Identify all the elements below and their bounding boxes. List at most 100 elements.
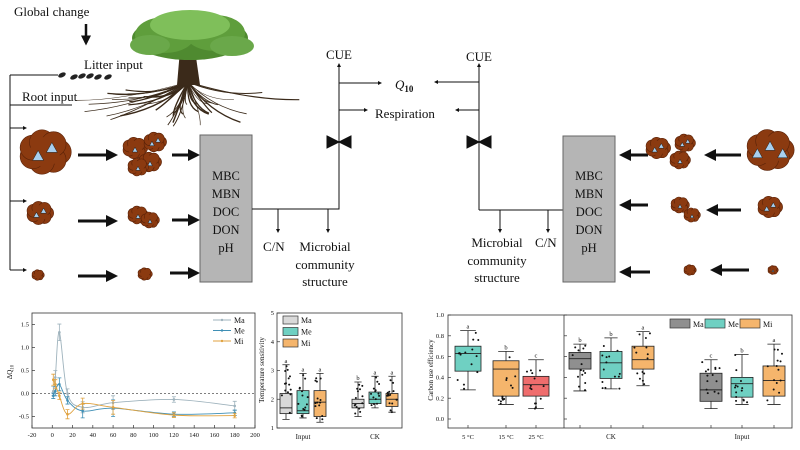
- root-line: [128, 81, 189, 106]
- data-point-me: [81, 409, 84, 413]
- jitter-point: [358, 407, 361, 410]
- significance-letter: b: [609, 331, 612, 338]
- box: [631, 345, 655, 370]
- jitter-point: [354, 412, 357, 415]
- organic-matter-icon: [135, 213, 141, 219]
- jitter-point: [584, 344, 587, 347]
- microbial-line: structure: [474, 270, 520, 285]
- jitter-point: [321, 418, 324, 421]
- data-point-mi: [58, 394, 61, 398]
- jitter-point: [463, 387, 466, 390]
- jitter-point: [775, 382, 778, 385]
- box-ma-input: a: [279, 358, 293, 420]
- significance-letter: a: [467, 324, 470, 331]
- organic-matter-icon: [679, 141, 685, 147]
- root-line: [187, 81, 209, 105]
- data-point-ma: [58, 331, 61, 334]
- data-point-mi: [51, 378, 55, 382]
- data-point-ma: [54, 376, 57, 379]
- q10-subscript: 10: [404, 84, 414, 94]
- organic-matter-icon: [658, 142, 665, 149]
- jitter-point: [715, 380, 718, 383]
- soil-aggregate: [137, 267, 153, 281]
- jitter-point: [376, 402, 379, 405]
- jitter-point: [508, 356, 511, 359]
- jitter-point: [361, 384, 364, 387]
- organic-matter-icon: [131, 146, 139, 153]
- jitter-point: [582, 347, 585, 350]
- jitter-point: [735, 391, 738, 394]
- organic-matter-icon: [147, 218, 153, 224]
- soil-aggregate: [140, 211, 160, 229]
- microbial-line: Microbial: [299, 239, 351, 254]
- data-point-mi: [81, 402, 84, 405]
- y-tick-label: 2: [271, 396, 274, 403]
- organic-matter-icon: [677, 158, 683, 164]
- input-connector-lines: [9, 74, 72, 270]
- plot-area: [447, 314, 793, 429]
- pool-mbc: MBC: [212, 169, 240, 183]
- box: [699, 372, 723, 402]
- jitter-point: [772, 388, 775, 391]
- y-tick-label: 0.0: [21, 391, 29, 398]
- pool-don: DON: [575, 223, 602, 237]
- tree-illustration: [75, 10, 300, 127]
- jitter-point: [539, 369, 542, 372]
- jitter-point: [283, 382, 286, 385]
- significance-letter: b: [504, 344, 507, 351]
- soil-pool-list: MBC MBN DOC DON pH: [575, 169, 603, 255]
- cn-label: C/N: [263, 239, 285, 254]
- root-line: [187, 81, 300, 101]
- jitter-point: [301, 394, 304, 397]
- jitter-point: [714, 366, 717, 369]
- jitter-point: [459, 353, 462, 356]
- organic-matter-icon: [685, 138, 691, 144]
- jitter-point: [645, 346, 648, 349]
- jitter-point: [706, 380, 709, 383]
- jitter-point: [584, 389, 587, 392]
- jitter-point: [377, 392, 380, 395]
- jitter-point: [321, 415, 324, 418]
- legend-label: Mi: [763, 320, 773, 329]
- y-tick-label: 1.0: [21, 345, 29, 352]
- jitter-point: [286, 368, 289, 371]
- jitter-point: [604, 386, 607, 389]
- legend-marker: [220, 318, 224, 322]
- pool-ph: pH: [581, 241, 596, 255]
- jitter-point: [741, 387, 744, 390]
- soil-pool-box: [562, 135, 616, 283]
- jitter-point: [315, 377, 318, 380]
- jitter-point: [618, 372, 621, 375]
- jitter-point: [497, 399, 500, 402]
- jitter-point: [303, 408, 306, 411]
- root-line: [129, 81, 189, 103]
- jitter-point: [582, 369, 585, 372]
- jitter-point: [280, 394, 283, 397]
- root-line: [75, 81, 189, 101]
- box-temperature-0: a: [454, 324, 482, 391]
- organic-matter-icon: [689, 214, 695, 218]
- q10-label: Q10: [395, 77, 414, 94]
- jitter-point: [605, 361, 608, 364]
- pool-doc: DOC: [576, 205, 602, 219]
- data-point-mi: [233, 414, 237, 417]
- jitter-point: [378, 394, 381, 397]
- jitter-point: [359, 410, 362, 413]
- organic-matter-icon: [677, 203, 683, 209]
- jitter-point: [284, 369, 287, 372]
- whisker: [573, 343, 587, 392]
- whisker: [299, 372, 307, 419]
- legend-label: Mi: [234, 337, 244, 346]
- organic-matter-icon: [147, 160, 153, 166]
- jitter-point: [571, 354, 574, 357]
- jitter-point: [704, 370, 707, 373]
- organic-matter-icon: [651, 146, 658, 153]
- jitter-point: [284, 389, 287, 392]
- data-point-me: [51, 394, 55, 398]
- jitter-point: [646, 353, 649, 356]
- legend-swatch: [282, 338, 299, 348]
- jitter-point: [529, 384, 532, 387]
- jitter-point: [777, 368, 780, 371]
- legend-swatch: [739, 318, 761, 329]
- y-tick-label: 0.8: [436, 333, 444, 340]
